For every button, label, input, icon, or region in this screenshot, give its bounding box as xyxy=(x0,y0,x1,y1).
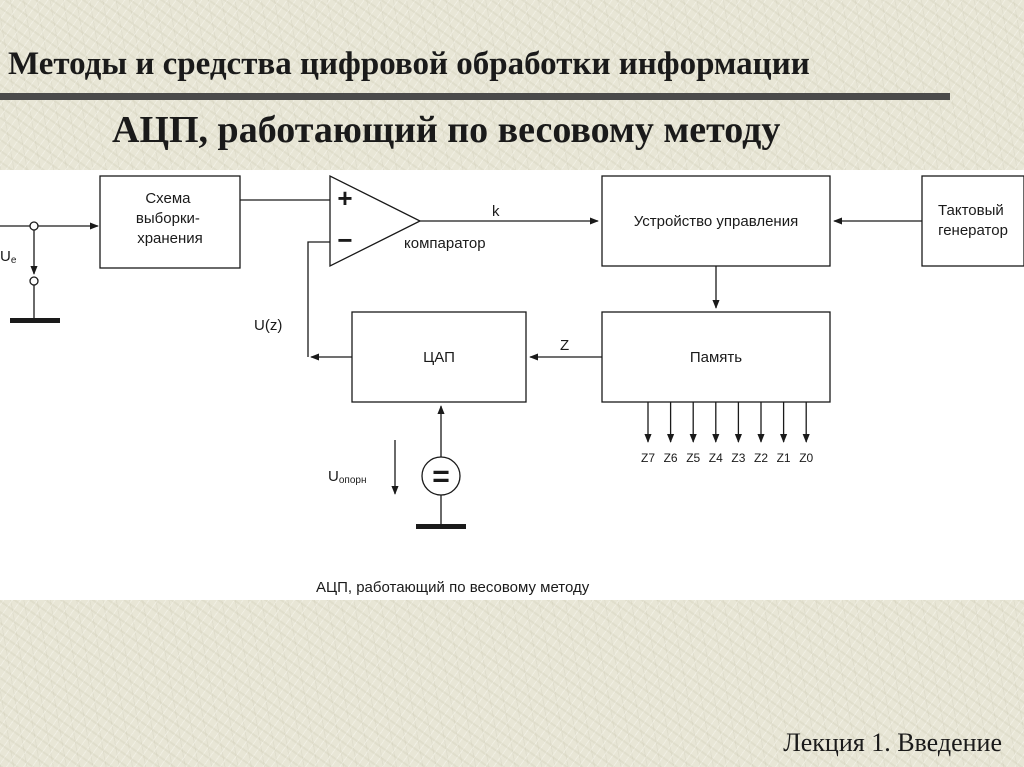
comparator-minus: − xyxy=(337,225,352,255)
output-label: Z5 xyxy=(686,451,700,465)
sample-hold-block xyxy=(99,175,241,269)
clock-generator-block xyxy=(921,175,1024,267)
adc-block-diagram: Z7 Z6 Z5 Z4 Z3 Z2 Z1 Z0 Схема выборки- хранения… xyxy=(0,174,1024,596)
output-label: Z1 xyxy=(777,451,791,465)
control-unit-label: Устройство управления xyxy=(634,213,798,230)
control-unit-block xyxy=(601,175,831,267)
memory-outputs: Z7 Z6 Z5 Z4 Z3 Z2 Z1 Z0 xyxy=(641,402,814,465)
wire-feedback-vertical xyxy=(307,241,330,357)
memory-label: Память xyxy=(690,349,742,366)
signal-uz-label: U(z) xyxy=(254,317,282,334)
title-divider xyxy=(0,93,950,100)
signal-k-label: k xyxy=(492,203,500,220)
slide-footer: Лекция 1. Введение xyxy=(783,728,1002,757)
reference-symbol: = xyxy=(432,460,450,493)
output-label: Z2 xyxy=(754,451,768,465)
dac-label: ЦАП xyxy=(423,349,455,366)
diagram-caption: АЦП, работающий по весовому методу xyxy=(316,579,590,596)
output-label: Z7 xyxy=(641,451,655,465)
comparator-label: компаратор xyxy=(404,235,486,252)
input-terminal xyxy=(0,221,99,321)
sample-hold-label: Схема выборки- хранения xyxy=(136,190,204,247)
comparator-plus: + xyxy=(337,183,352,213)
input-voltage-label: Ue xyxy=(0,248,17,266)
input-ground-icon xyxy=(10,318,60,323)
output-label: Z6 xyxy=(664,451,678,465)
signal-z-label: Z xyxy=(560,337,569,354)
dac-block xyxy=(351,311,527,403)
slide-title: Методы и средства цифровой обработки инф… xyxy=(8,46,810,82)
slide-subtitle: АЦП, работающий по весовому методу xyxy=(112,109,781,151)
comparator-block xyxy=(329,174,422,268)
output-label: Z0 xyxy=(799,451,813,465)
output-label: Z3 xyxy=(731,451,745,465)
reference-voltage-label: Uопорн xyxy=(328,468,366,486)
output-label: Z4 xyxy=(709,451,723,465)
clock-generator-label: Тактовый генератор xyxy=(938,202,1008,239)
reference-ground-icon xyxy=(416,524,466,529)
diagram-panel: Z7 Z6 Z5 Z4 Z3 Z2 Z1 Z0 Схема выборки- хранения… xyxy=(0,170,1024,600)
